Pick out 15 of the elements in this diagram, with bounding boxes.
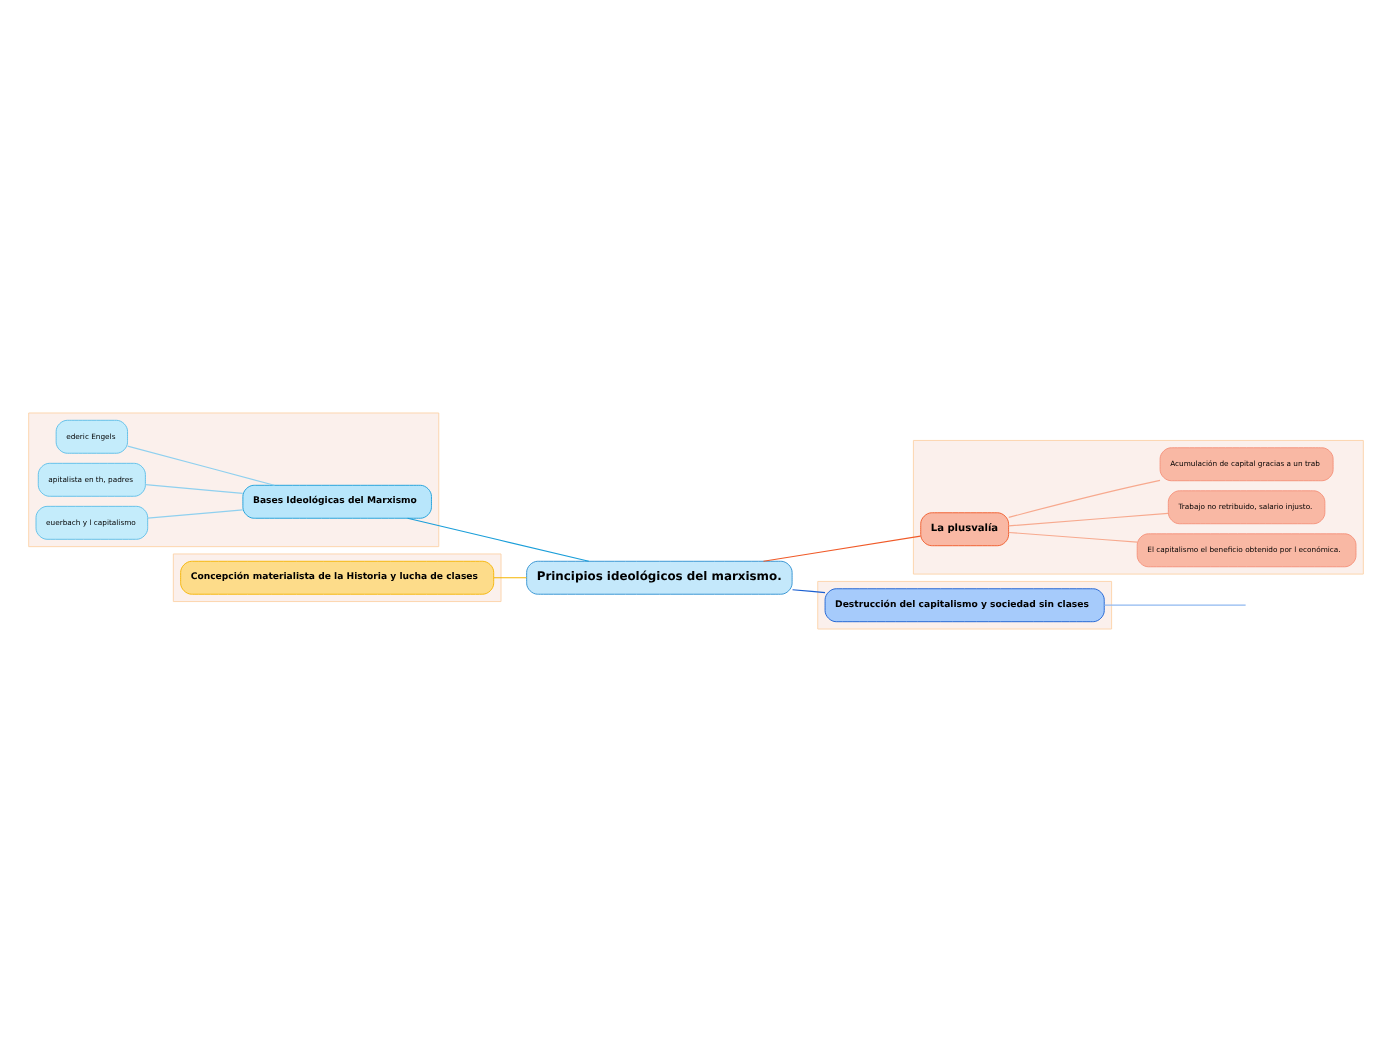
- connector: [127, 444, 275, 485]
- connector: [1008, 478, 1161, 517]
- connector: [1008, 530, 1138, 542]
- cluster: [172, 552, 502, 601]
- cluster: [28, 411, 440, 547]
- connector: [145, 483, 244, 493]
- connector: [493, 576, 528, 578]
- connector: [407, 516, 590, 561]
- connector: [762, 534, 922, 561]
- connector: [147, 508, 244, 518]
- cluster: [817, 579, 1113, 629]
- connector: [1103, 603, 1247, 605]
- cluster: [912, 439, 1364, 574]
- connector: [791, 588, 826, 593]
- connector: [1008, 511, 1169, 526]
